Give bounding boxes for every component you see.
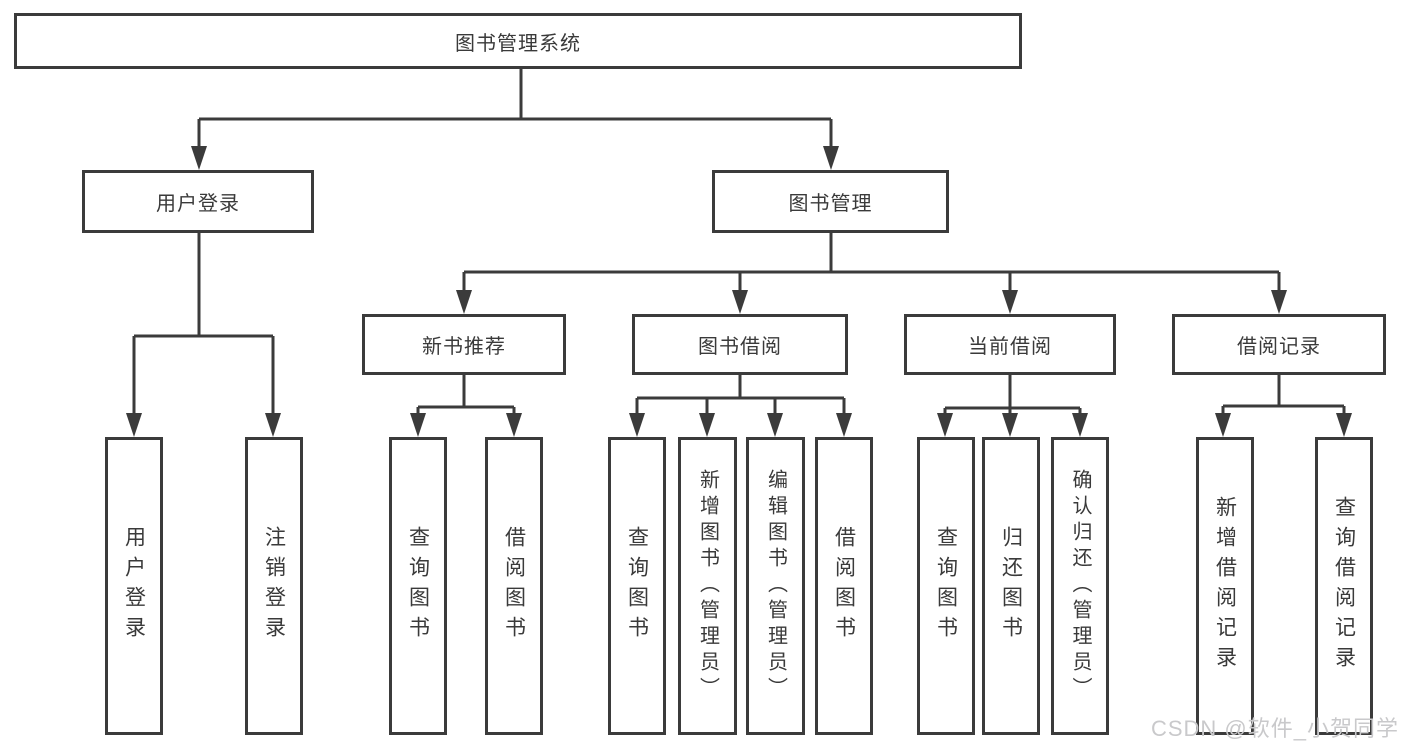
leaf-query-borrow-record-label: 查询借阅记录 <box>1332 496 1356 676</box>
leaf-user-login-label: 用户登录 <box>122 526 146 646</box>
node-user-login: 用户登录 <box>82 170 314 233</box>
connector-records-to-leaves <box>1221 375 1346 417</box>
leaf-query-book-borrow-label: 查询图书 <box>625 526 649 646</box>
node-new-book-recommend-label: 新书推荐 <box>422 336 506 358</box>
connector-userlogin-to-leaves <box>132 233 275 417</box>
node-borrow-records-label: 借阅记录 <box>1237 336 1321 358</box>
leaf-query-book-current: 查询图书 <box>917 437 975 735</box>
leaf-add-book-admin-label: 新增图书（管理员） <box>696 469 719 703</box>
leaf-logout: 注销登录 <box>245 437 303 735</box>
leaf-logout-label: 注销登录 <box>262 526 286 646</box>
leaf-return-book: 归还图书 <box>982 437 1040 735</box>
leaf-query-book-current-label: 查询图书 <box>934 526 958 646</box>
node-root-label: 图书管理系统 <box>455 32 581 55</box>
leaf-borrow-book-recommend-label: 借阅图书 <box>502 526 526 646</box>
node-book-borrow-label: 图书借阅 <box>698 336 782 358</box>
leaf-edit-book-admin-label: 编辑图书（管理员） <box>764 469 787 703</box>
node-book-management: 图书管理 <box>712 170 949 233</box>
leaf-add-borrow-record: 新增借阅记录 <box>1196 437 1254 735</box>
connector-borrow-to-leaves <box>635 375 846 417</box>
node-user-login-label: 用户登录 <box>156 193 240 215</box>
leaf-confirm-return-admin-label: 确认归还（管理员） <box>1069 469 1091 703</box>
leaf-add-book-admin: 新增图书（管理员） <box>678 437 737 735</box>
node-new-book-recommend: 新书推荐 <box>362 314 566 375</box>
connector-newbook-to-leaves <box>416 375 516 417</box>
leaf-confirm-return-admin: 确认归还（管理员） <box>1051 437 1109 735</box>
node-current-borrow: 当前借阅 <box>904 314 1116 375</box>
leaf-borrow-book-label: 借阅图书 <box>832 526 856 646</box>
leaf-edit-book-admin: 编辑图书（管理员） <box>746 437 805 735</box>
leaf-query-book-recommend-label: 查询图书 <box>406 526 430 646</box>
leaf-query-book-recommend: 查询图书 <box>389 437 447 735</box>
node-book-borrow: 图书借阅 <box>632 314 848 375</box>
leaf-borrow-book: 借阅图书 <box>815 437 873 735</box>
node-current-borrow-label: 当前借阅 <box>968 336 1052 358</box>
node-borrow-records: 借阅记录 <box>1172 314 1386 375</box>
leaf-query-book-borrow: 查询图书 <box>608 437 666 735</box>
leaf-return-book-label: 归还图书 <box>999 526 1023 646</box>
connector-bookmgmt-to-level3 <box>462 233 1281 294</box>
connector-current-to-leaves <box>943 375 1082 417</box>
node-root-system: 图书管理系统 <box>14 13 1022 69</box>
arrowheads <box>126 146 1352 437</box>
node-book-management-label: 图书管理 <box>788 193 873 215</box>
csdn-watermark: CSDN @软件_小贺同学 <box>1150 716 1399 741</box>
leaf-query-borrow-record: 查询借阅记录 <box>1315 437 1373 735</box>
leaf-user-login: 用户登录 <box>105 437 163 735</box>
leaf-add-borrow-record-label: 新增借阅记录 <box>1213 496 1237 676</box>
leaf-borrow-book-recommend: 借阅图书 <box>485 437 543 735</box>
connector-root-to-level2 <box>197 68 833 150</box>
